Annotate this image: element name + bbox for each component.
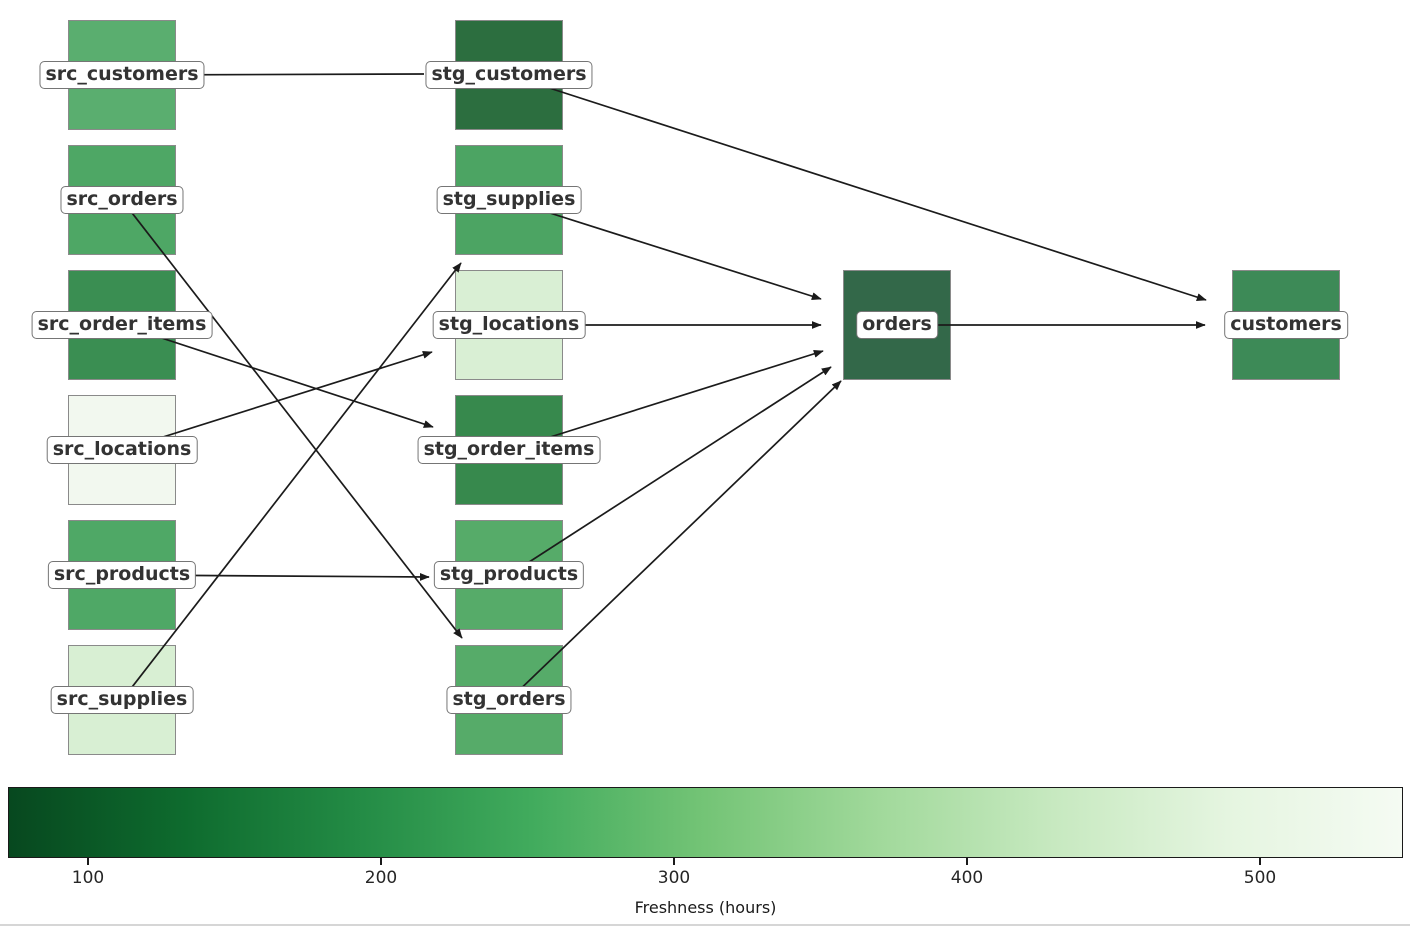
node-label-stg_order_items: stg_order_items — [417, 436, 601, 464]
edge-src_supplies-to-stg_supplies — [121, 262, 462, 701]
window-bottom-edge — [0, 924, 1410, 926]
edge-stg_order_items-to-orders — [508, 349, 824, 451]
edge-stg_supplies-to-orders — [508, 199, 822, 301]
node-label-customers: customers — [1224, 311, 1348, 339]
node-label-stg_customers: stg_customers — [425, 61, 593, 89]
node-label-stg_supplies: stg_supplies — [436, 186, 582, 214]
colorbar-tick-label-500: 500 — [1243, 868, 1277, 888]
edge-src_orders-to-stg_orders — [121, 199, 463, 639]
node-label-src_customers: src_customers — [39, 61, 205, 89]
node-label-src_supplies: src_supplies — [50, 686, 194, 714]
node-label-stg_locations: stg_locations — [432, 311, 586, 339]
node-label-orders: orders — [856, 311, 938, 339]
colorbar-tick-mark-300 — [673, 858, 675, 865]
node-label-src_order_items: src_order_items — [31, 311, 213, 339]
colorbar-axis-label: Freshness (hours) — [634, 898, 777, 917]
node-label-src_products: src_products — [47, 561, 197, 589]
colorbar-tick-label-200: 200 — [364, 868, 398, 888]
node-label-src_locations: src_locations — [46, 436, 198, 464]
edge-stg_orders-to-orders — [508, 380, 842, 701]
colorbar-tick-label-300: 300 — [657, 868, 691, 888]
colorbar-tick-mark-100 — [87, 858, 89, 865]
node-label-stg_products: stg_products — [433, 561, 585, 589]
edge-stg_customers-to-customers — [508, 74, 1207, 301]
freshness-colorbar: Freshness (hours) 100 200 300 400 500 — [8, 787, 1403, 917]
colorbar-gradient — [8, 787, 1403, 858]
colorbar-tick-label-100: 100 — [71, 868, 105, 888]
node-label-src_orders: src_orders — [60, 186, 184, 214]
colorbar-tick-label-400: 400 — [950, 868, 984, 888]
node-label-stg_orders: stg_orders — [446, 686, 572, 714]
colorbar-tick-mark-400 — [966, 858, 968, 865]
colorbar-tick-mark-500 — [1259, 858, 1261, 865]
edge-stg_products-to-orders — [508, 366, 832, 576]
colorbar-tick-mark-200 — [380, 858, 382, 865]
edge-src_order_items-to-stg_order_items — [121, 324, 434, 428]
